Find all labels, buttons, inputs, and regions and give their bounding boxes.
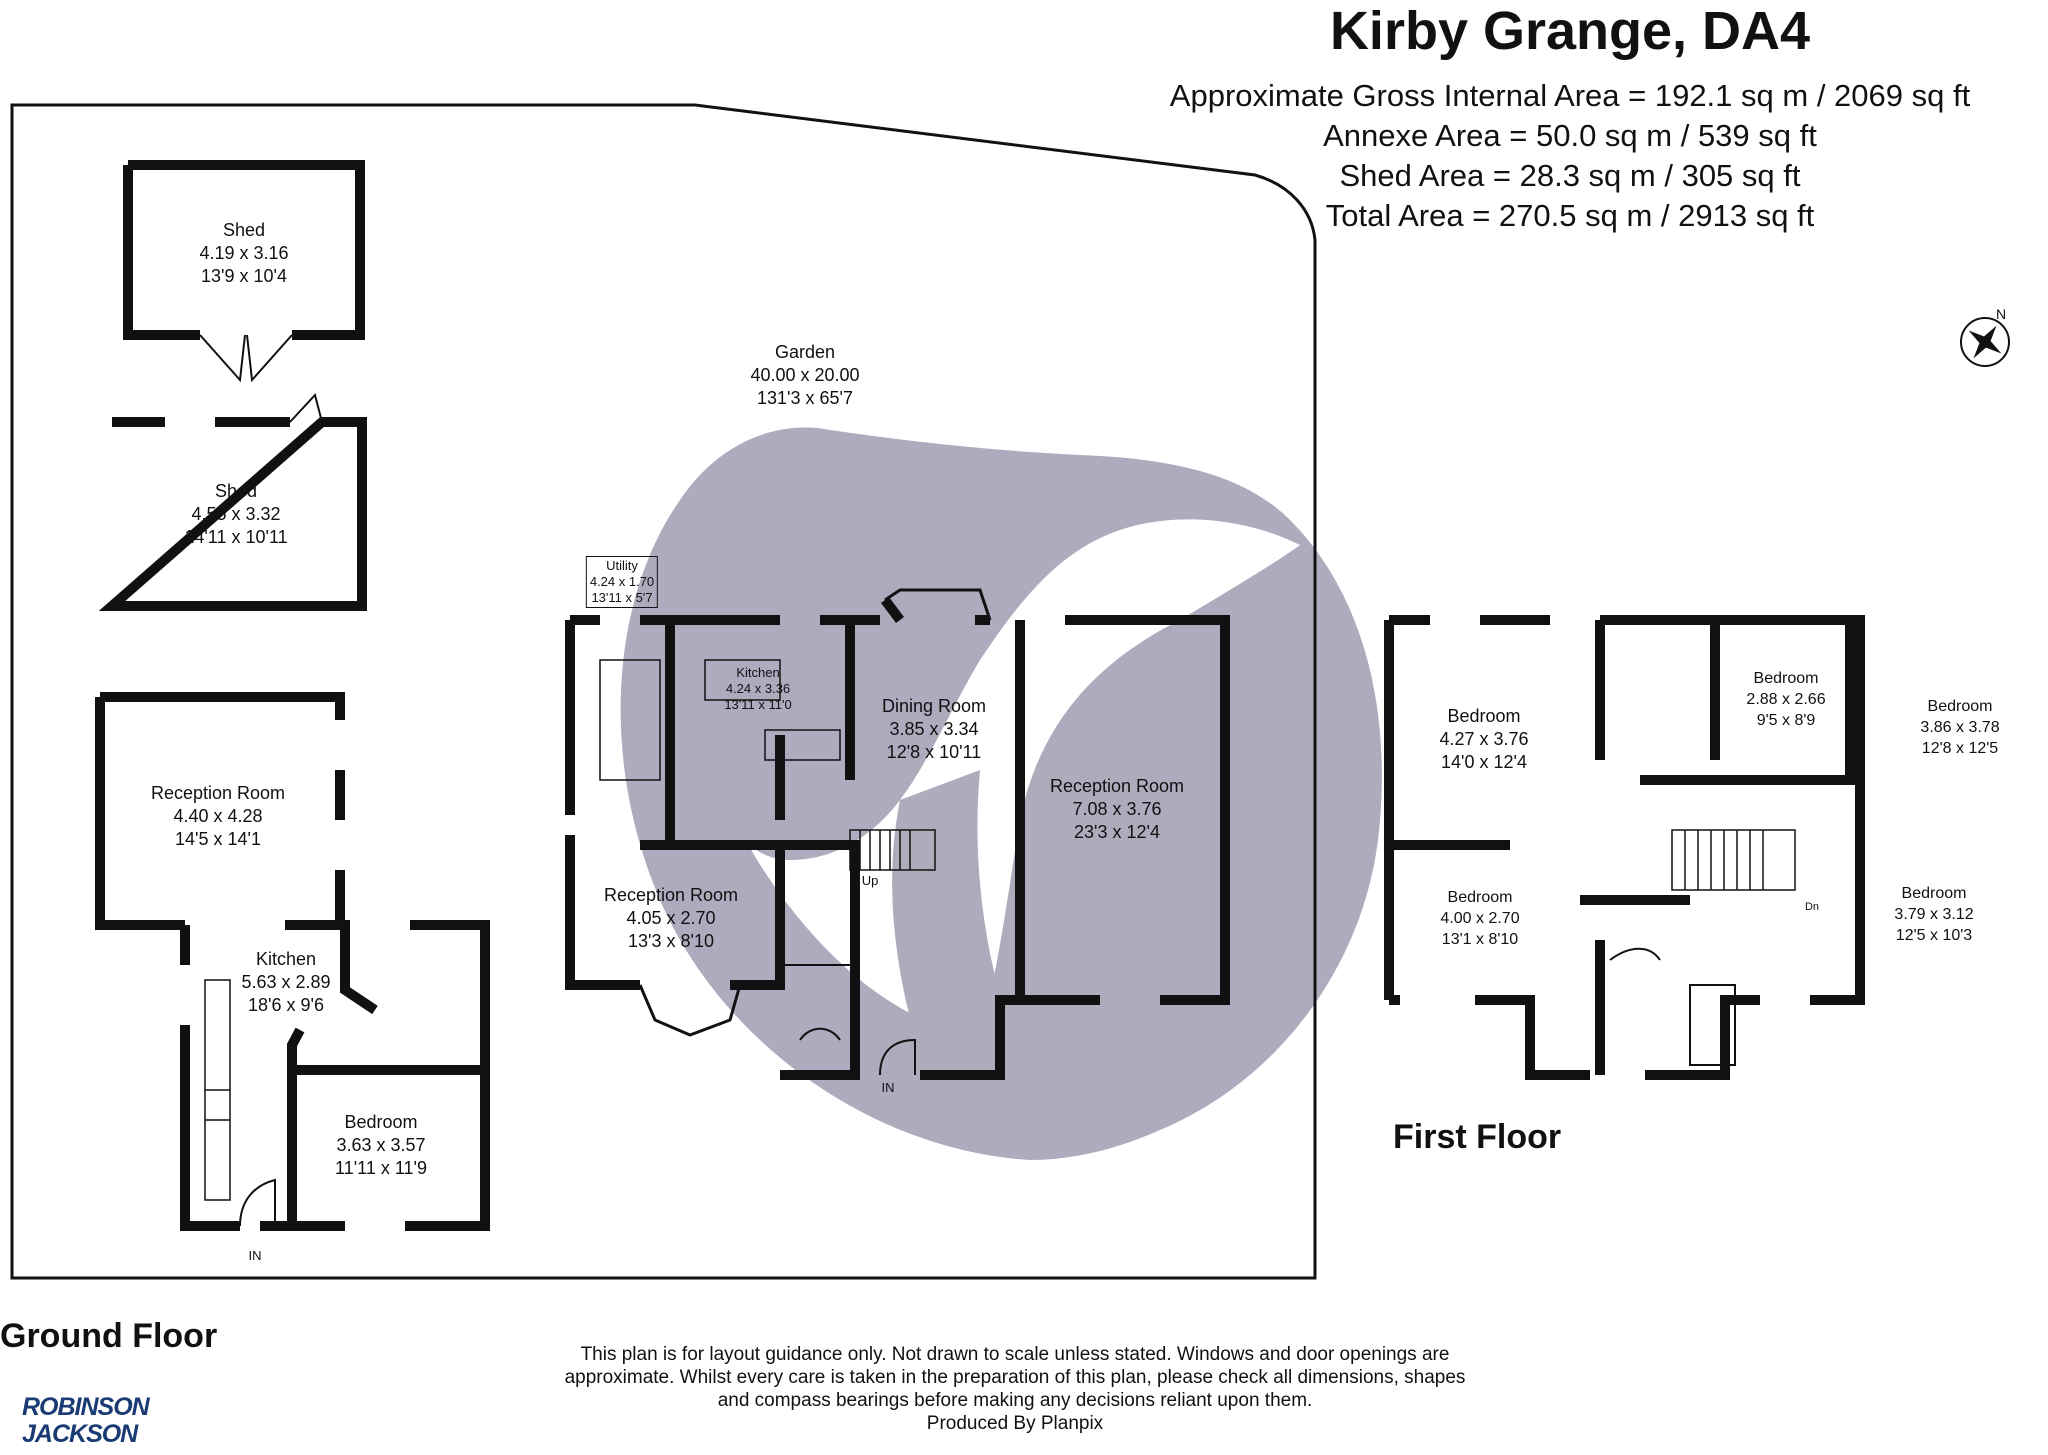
shed-1-doors xyxy=(199,334,293,383)
ground-floor-wc xyxy=(780,964,855,1041)
annexe-entrance-marker: IN xyxy=(248,1248,262,1263)
page-title: Kirby Grange, DA4 xyxy=(1329,1,1811,61)
area-annexe: Annexe Area = 50.0 sq m / 539 sq ft xyxy=(1323,118,1817,153)
produced-by: Produced By Planpix xyxy=(926,1413,1104,1434)
annexe-kitchen-units xyxy=(204,979,231,1201)
logo-line-1: ROBINSON xyxy=(22,1393,150,1421)
disclaimer: This plan is for layout guidance only. N… xyxy=(560,1343,1470,1435)
area-total: Total Area = 270.5 sq m / 2913 sq ft xyxy=(1325,198,1815,233)
ground-floor-kitchen-units xyxy=(599,659,841,781)
shed-2-door xyxy=(289,392,323,423)
compass-rose xyxy=(1960,317,2010,367)
annexe-walls xyxy=(95,692,490,1231)
main-entrance-marker: IN xyxy=(881,1080,895,1095)
first-floor-bath xyxy=(1609,947,1736,1066)
annexe-entry-door xyxy=(239,1178,276,1227)
disclaimer-text: This plan is for layout guidance only. N… xyxy=(564,1344,1466,1411)
first-floor-walls xyxy=(1384,615,1865,1080)
shed-2-walls xyxy=(98,417,367,611)
ground-floor-walls xyxy=(565,597,1230,1080)
ground-floor-stairs xyxy=(849,829,936,871)
compass-north-label: N xyxy=(1996,306,2007,322)
first-floor-label: First Floor xyxy=(1393,1118,1562,1156)
robinson-jackson-logo: ROBINSON JACKSON xyxy=(22,1394,172,1452)
stairs-down-marker: Dn xyxy=(1804,901,1820,913)
stairs-up-marker: Up xyxy=(861,873,879,888)
garden-boundary xyxy=(10,103,1317,1280)
area-gross-internal: Approximate Gross Internal Area = 192.1 … xyxy=(1169,78,1971,113)
front-entry-door xyxy=(879,1038,916,1076)
ground-floor-label: Ground Floor xyxy=(0,1317,218,1355)
shed-1-walls xyxy=(123,160,365,340)
logo-line-2: JACKSON xyxy=(22,1420,138,1448)
ground-floor-bay-windows xyxy=(638,588,992,1037)
area-shed: Shed Area = 28.3 sq m / 305 sq ft xyxy=(1339,158,1801,193)
first-floor-stairs xyxy=(1671,829,1796,891)
